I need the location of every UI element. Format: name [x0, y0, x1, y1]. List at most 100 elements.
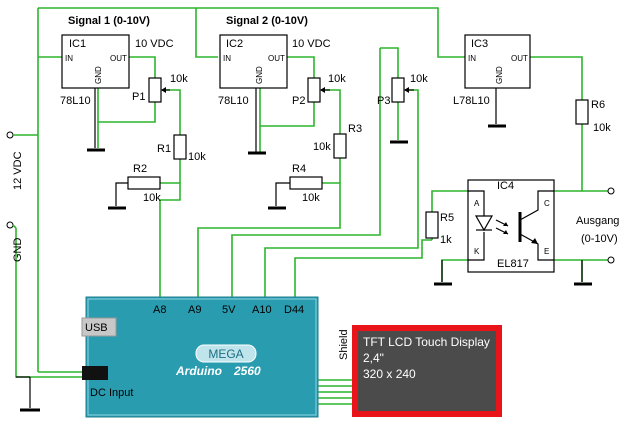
p3-value: 10k	[410, 73, 428, 85]
ic4: IC4 A K C E EL817	[467, 179, 555, 273]
pin-a10: A10	[252, 304, 272, 316]
p3-name: P3	[377, 95, 390, 107]
p2-value: 10k	[328, 73, 346, 85]
r4-name: R4	[292, 163, 306, 175]
ic2-type: 78L10	[218, 95, 249, 107]
tft-display: TFT LCD Touch Display 2,4" 320 x 240	[352, 325, 502, 417]
black-connections	[16, 88, 583, 408]
r1: R1 10k	[157, 134, 206, 163]
signal1-title: Signal 1 (0-10V)	[68, 15, 150, 27]
wire-ic1-out	[129, 56, 156, 78]
r5-name: R5	[440, 212, 454, 224]
r3-value: 10k	[313, 141, 331, 153]
ic3-in-pin: IN	[468, 54, 476, 63]
p1-name: P1	[132, 91, 145, 103]
p3-body	[391, 77, 405, 103]
p2: 10k P2	[292, 73, 346, 107]
wire-r6-c	[581, 124, 608, 192]
wire-ic2-out	[286, 56, 315, 78]
usb-port	[81, 317, 117, 337]
wiper-arrow-icon	[161, 87, 166, 93]
r6-value: 10k	[593, 122, 611, 134]
display-screen	[358, 331, 496, 411]
ic2-label: IC2	[226, 38, 243, 50]
p1-body	[148, 77, 162, 103]
ic3-type: L78L10	[453, 95, 490, 107]
wire-p2-gnd	[259, 88, 315, 127]
wire-a10	[264, 89, 419, 304]
ic2-body	[219, 34, 288, 89]
ic2-vdc-label: 10 VDC	[292, 38, 331, 50]
r4-body	[289, 176, 323, 190]
ic4-e-pin: E	[544, 247, 549, 256]
r3: R3 10k	[313, 123, 362, 159]
ic1: IC1 IN OUT GND 78L10	[60, 34, 130, 107]
wiper-arrow-icon	[320, 87, 325, 93]
ic2-in-pin: IN	[223, 54, 231, 63]
r6-name: R6	[591, 99, 605, 111]
ic2: IC2 IN OUT GND 78L10	[218, 34, 288, 107]
ic3-gnd-pin: GND	[495, 66, 504, 84]
display-line2: 2,4"	[363, 351, 384, 365]
dc-jack	[82, 366, 108, 380]
ic1-out-pin: OUT	[110, 54, 127, 63]
mega-badge	[195, 344, 257, 363]
pin-5v: 5V	[222, 304, 236, 316]
dc-input-label: DC Input	[90, 387, 133, 399]
r4-value: 10k	[302, 192, 320, 204]
output-label: Ausgang	[576, 215, 619, 227]
r2: R2 10k	[127, 163, 161, 204]
ic3-body	[464, 34, 531, 89]
wire-a8	[159, 182, 181, 304]
ic1-type: 78L10	[60, 95, 91, 107]
arduino-border	[87, 298, 317, 416]
ic3-out-pin: OUT	[511, 54, 528, 63]
terminals	[6, 131, 615, 264]
p3: 10k P3	[377, 73, 428, 107]
r4: R4 10k	[289, 163, 323, 204]
arduino-board: USB DC Input MEGA Arduino 2560 A8 A9 5V …	[81, 296, 319, 418]
ic4-k-pin: K	[474, 247, 480, 256]
wire-p1-gnd	[97, 88, 156, 123]
p1-value: 10k	[170, 73, 188, 85]
ic1-vdc-label: 10 VDC	[135, 38, 174, 50]
wire-p3-top	[380, 47, 399, 78]
r4-gnd-lead	[275, 182, 290, 206]
wire-d44	[294, 239, 432, 304]
ground-symbols	[20, 124, 592, 412]
display-line3: 320 x 240	[363, 367, 416, 381]
p2-name: P2	[292, 95, 305, 107]
r3-name: R3	[348, 123, 362, 135]
r6: R6 10k	[575, 99, 611, 134]
wiper-arrow-icon	[404, 87, 409, 93]
phototransistor-icon	[518, 190, 554, 261]
ic1-label: IC1	[69, 38, 86, 50]
wire-a9	[197, 182, 341, 304]
pin-a8: A8	[153, 304, 166, 316]
terminal-gnd	[6, 221, 14, 229]
ic2-out-pin: OUT	[268, 54, 285, 63]
terminal-12v	[6, 131, 14, 139]
ic4-label: IC4	[497, 180, 514, 192]
ic4-a-pin: A	[474, 199, 480, 208]
wire-p2-wiper	[321, 89, 341, 134]
output-range-label: (0-10V)	[581, 233, 618, 245]
wire-gnd	[15, 228, 82, 378]
wire-term-gnd	[12, 224, 17, 229]
pin-d44: D44	[284, 304, 304, 316]
wire-k-gnd	[441, 259, 468, 282]
ic3-label: IC3	[471, 38, 488, 50]
r1-name: R1	[157, 143, 171, 155]
usb-label: USB	[85, 322, 108, 334]
wire-ic2-in	[195, 8, 218, 58]
r2-body	[127, 176, 161, 190]
signal2-title: Signal 2 (0-10V)	[226, 15, 308, 27]
shield-label: Shield	[338, 329, 350, 360]
p1: 10k P1	[132, 73, 188, 103]
terminal-out-minus	[607, 256, 615, 264]
terminal-out-plus	[607, 187, 615, 195]
r6-body	[575, 99, 589, 125]
led-icon	[468, 190, 509, 261]
ic4-type: EL817	[497, 258, 529, 270]
